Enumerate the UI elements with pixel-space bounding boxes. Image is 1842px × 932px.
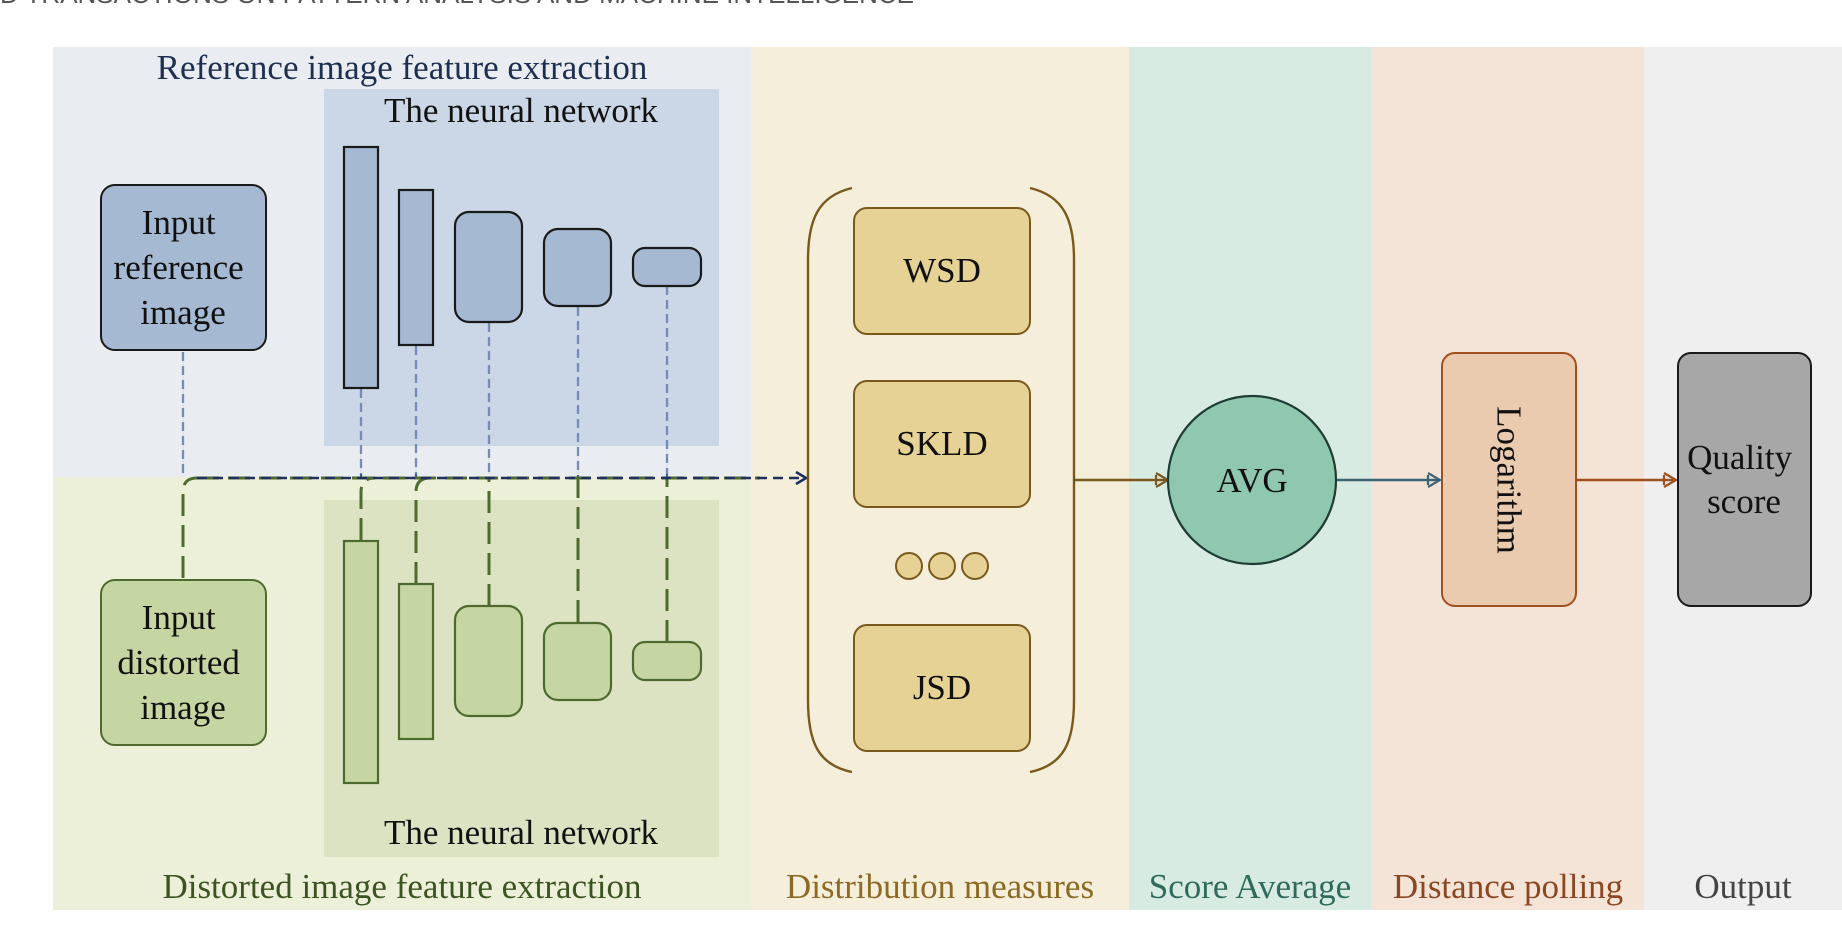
distance-polling-panel-title: Distance polling (1393, 867, 1623, 906)
input-distorted-image-box (100, 579, 267, 746)
input-reference-image-label: Input reference image (114, 203, 253, 332)
measure-box-skld (853, 380, 1031, 508)
distribution-panel-title: Distribution measures (786, 867, 1094, 906)
reference-layer-1 (342, 145, 380, 390)
distorted-layer-3 (453, 604, 524, 718)
input-reference-image-box (100, 184, 267, 351)
logarithm-label: Logarithm (1490, 406, 1529, 554)
reference-connectors-inner (182, 286, 668, 474)
distorted-layer-4 (542, 621, 613, 702)
reference-layer-4 (542, 227, 613, 308)
reference-network-layers (342, 145, 703, 390)
measure-box-wsd (853, 207, 1031, 335)
running-header: D TRANSACTIONS ON PATTERN ANALYSIS AND M… (0, 0, 914, 9)
measures-ellipsis (895, 552, 989, 580)
reference-layer-3 (453, 210, 524, 324)
measure-label-wsd: WSD (903, 251, 981, 290)
distorted-layer-5 (631, 640, 703, 682)
reference-panel-title: Reference image feature extraction (157, 48, 648, 87)
measures-left-bracket (806, 186, 853, 774)
distorted-network-layers (342, 539, 703, 785)
avg-label: AVG (1216, 461, 1287, 500)
output-panel-title: Output (1694, 867, 1792, 906)
distorted-network-label: The neural network (384, 813, 659, 852)
distorted-layer-2 (397, 582, 435, 741)
score-average-panel-title: Score Average (1149, 867, 1351, 906)
ellipsis-dot-2 (928, 552, 956, 580)
measure-label-jsd: JSD (913, 668, 971, 707)
reference-network-label: The neural network (384, 91, 659, 130)
measure-boxes (853, 207, 1031, 752)
ellipsis-dot-3 (961, 552, 989, 580)
ellipsis-dot-1 (895, 552, 923, 580)
measure-label-skld: SKLD (896, 424, 987, 463)
logarithm-box (1441, 352, 1577, 607)
reference-layer-5 (631, 246, 703, 288)
distorted-layer-1 (342, 539, 380, 785)
quality-score-box (1677, 352, 1812, 607)
measure-box-jsd (853, 624, 1031, 752)
input-distorted-image-label: Input distorted image (117, 598, 248, 727)
distorted-panel-title: Distorted image feature extraction (162, 867, 641, 906)
reference-layer-2 (397, 188, 435, 347)
quality-score-label: Quality score (1687, 438, 1801, 521)
avg-node (1166, 394, 1338, 566)
